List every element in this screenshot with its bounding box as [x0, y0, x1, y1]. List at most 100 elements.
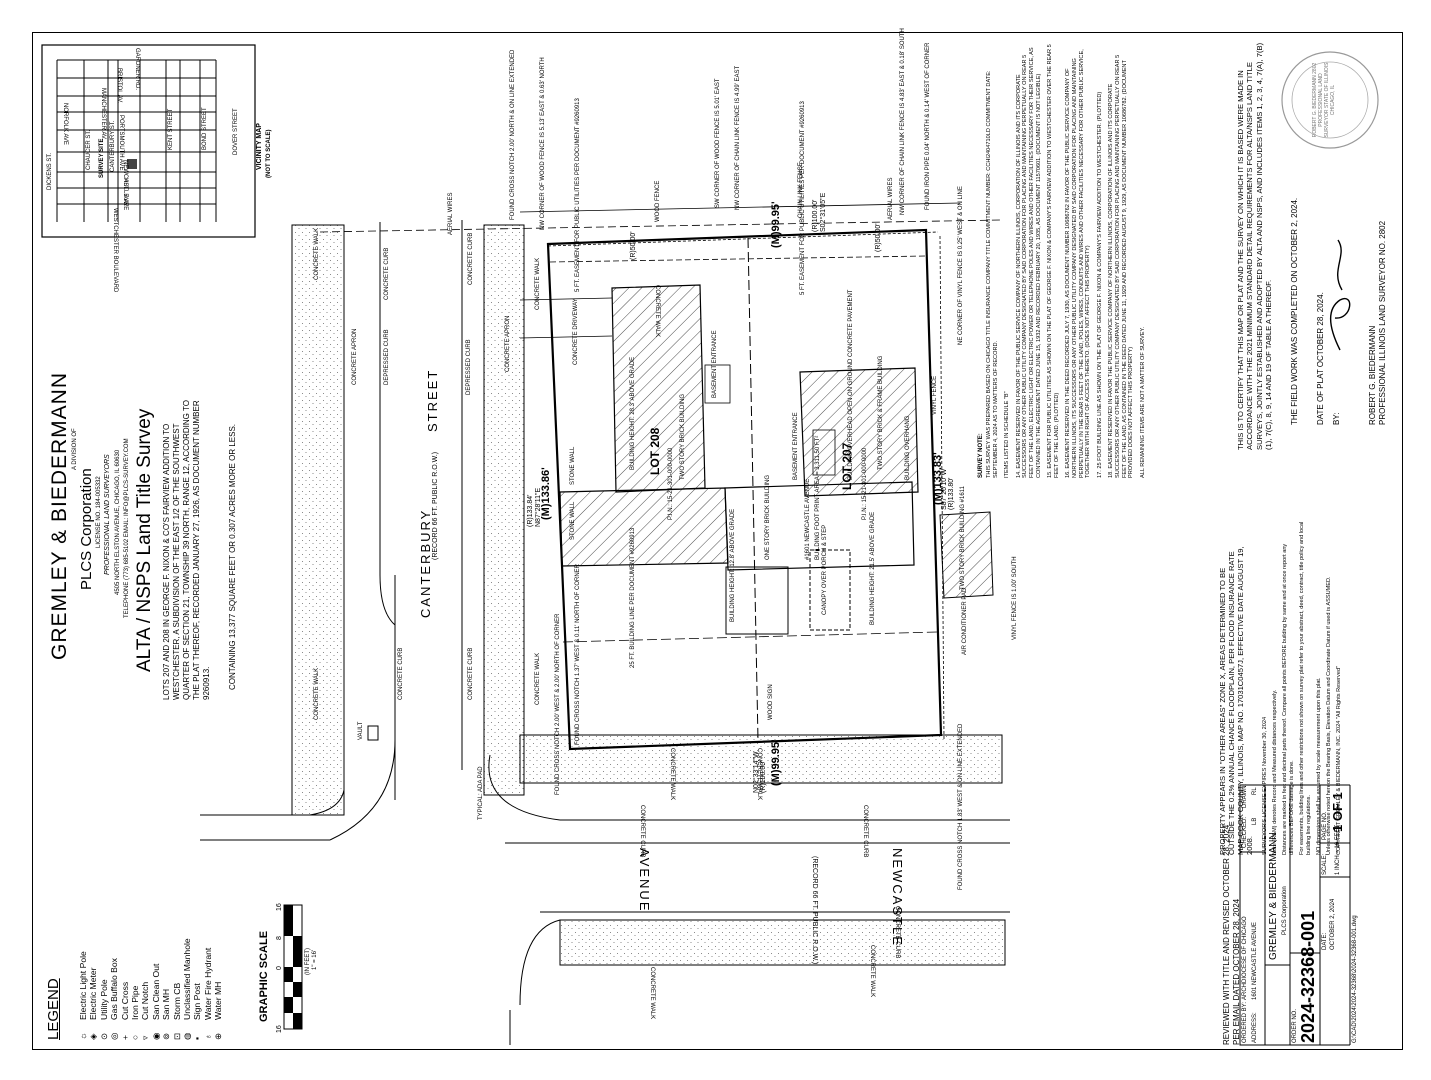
fieldwork-date: THE FIELD WORK WAS COMPLETED ON OCTOBER …: [1290, 197, 1299, 425]
canterbury-row: (RECORD 66 FT. PUBLIC R.O.W.): [432, 451, 439, 560]
legend-symbol-icon: ◍: [182, 1032, 193, 1041]
vinyl-fence-note-2: VINYL FENCE IS 1.00' SOUTH: [1012, 556, 1018, 640]
notch-sw: FOUND CROSS NOTCH 2.00' WEST & 2.00' NOR…: [555, 613, 561, 795]
walk-label-4: CONCRETE WALK: [535, 652, 541, 705]
surveyor-license: PROFESSIONAL ILLINOIS LAND SURVEYOR NO. …: [1378, 220, 1387, 425]
graphic-scale-bar: [283, 904, 303, 1030]
revision-line-2: PER EMAIL DATED OCTOBER 28, 2024: [1232, 898, 1241, 1045]
record-50-north-208: (R)50.00': [630, 231, 637, 260]
title-block-grid: [1239, 784, 1351, 1046]
tb-scale: 1 INCH = 16 FEET: [1335, 824, 1341, 875]
concrete-apron-1: CONCRETE APRON: [352, 328, 358, 385]
disclaimer-item: NO dimensions shall be assumed by scale …: [1316, 677, 1322, 855]
curb-label-3: CONCRETE CURB: [468, 232, 474, 285]
survey-title: ALTA / NSPS Land Title Survey: [134, 408, 155, 672]
avenue-label: AVENUE: [637, 848, 652, 913]
rear-easement: [319, 202, 1001, 263]
legal-line-1: LOTS 207 AND 208 IN GEORGE F. NIXON & CO…: [162, 423, 171, 700]
notch-se: FOUND CROSS NOTCH 1.83' WEST & ON LINE E…: [958, 723, 964, 890]
bearing-north: S02°31'05"E: [820, 192, 827, 232]
firm-license: LICENSE NO. 184-005332: [96, 476, 102, 548]
tb-order-no: 2024-32368-001: [1298, 910, 1318, 1043]
legend-symbol-icon: ◎: [109, 1032, 120, 1041]
adjacent-building: TWO STORY BRICK BUILDING #1611: [960, 486, 966, 590]
scale-tick-16-end: 16: [276, 1025, 283, 1033]
disclaimer-item: Note (R&M) denotes Record and Measured d…: [1272, 689, 1278, 855]
vault-label: VAULT: [358, 721, 364, 740]
dim-north-measured: (M)99.95': [770, 201, 782, 248]
legend-label: Gas Buffalo Box: [109, 958, 120, 1020]
note-item: 14. EASEMENT RESERVED IN FAVOR OF THE PU…: [1015, 47, 1042, 478]
vicinity-chaucer: CHAUCER ST.: [86, 129, 92, 170]
legend-symbol-icon: ▪: [192, 1036, 203, 1040]
sheet-border: [32, 32, 1403, 1050]
scale-tick-0: 0: [276, 966, 283, 970]
curb-label-7: CONCRETE CURB: [894, 906, 900, 959]
fence-cl-note: NW CORNER OF CHAIN LINK FENCE IS 4.99' E…: [735, 65, 741, 210]
record-50-north-207: (R)50.00': [875, 223, 882, 252]
disclaimer-item: SURVEYOR'S LICENSE EXPIRES November 30, …: [1262, 716, 1268, 855]
walk-label-5: CONCRETE WALK: [654, 285, 660, 338]
scale-tick-16: 16: [276, 903, 283, 911]
tb-date: OCTOBER 2, 2024: [1330, 898, 1336, 950]
survey-area: CONTAINING 13,377 SQUARE FEET OR 0.307 A…: [228, 423, 237, 690]
legend-item: ◉San Clean Out: [151, 938, 161, 1040]
legend-label: Water Fire Hydrant: [202, 947, 213, 1020]
buildings: [519, 284, 994, 635]
walk-label-7: CONCRETE WALK: [669, 748, 675, 801]
by-label: BY:: [1332, 412, 1341, 425]
vicinity-bond: BOND STREET: [202, 107, 208, 150]
scale-unit: (IN FEET): [305, 948, 311, 975]
aerial-wires-label-2: AERIAL WIRES: [888, 177, 894, 220]
vicinity-norfolk: NORFOLK AVE: [62, 103, 68, 145]
note-item: 16. EASEMENT RESERVED IN THE DEED RECORD…: [1065, 49, 1092, 478]
legend-symbol-icon: ⊕: [213, 1032, 224, 1040]
vicinity-survey-site: SURVEY SITE: [99, 138, 105, 178]
iron-pipe-note: FOUND IRON PIPE 0.04' NORTH & 0.14' WEST…: [925, 42, 931, 210]
pin-208: P.I.N.: 15-21-301-000-0000: [668, 447, 674, 520]
dim-north-record: (R)100.00': [812, 199, 819, 232]
legend-symbol-icon: +: [119, 1034, 130, 1040]
depressed-curb-2: DEPRESSED CURB: [466, 339, 472, 395]
legend-label: Unclassified Manhole: [182, 938, 193, 1020]
building-height-1: BUILDING HEIGHT: 28.3' ABOVE GRADE: [630, 356, 636, 470]
tb-drawn: RL: [1252, 787, 1258, 795]
chain-fence-label: CHAIN LINK FENCE: [798, 162, 804, 218]
legend-item: ○Iron Pipe: [130, 938, 140, 1040]
revision-line-1: REVIEWED WITH TITLE AND REVISED OCTOBER …: [1222, 824, 1231, 1045]
property-boundary: [546, 228, 943, 751]
note-item: ALL REMAINING ITEMS ARE NOT A MATTER OF …: [1139, 326, 1146, 478]
vicinity-manchester: MANCHESTER AV.: [100, 88, 106, 141]
scale-ratio: 1" = 16': [312, 949, 318, 970]
pin-207: P.I.N.: 15-21-301-000-0000: [862, 447, 868, 520]
tb-page: 1 OF 1: [1330, 792, 1345, 832]
tb-ordered-label: ORDERED BY:: [1242, 1001, 1248, 1043]
tb-page-label: PAGE NO.: [1322, 811, 1328, 840]
building-footprint: BUILDING FOOT PRINT AREA = 3,311.50 FT²: [815, 435, 821, 560]
legend-title: LEGEND: [45, 978, 62, 1040]
legend-label: Utility Pole: [98, 979, 109, 1020]
legend-list: ☼Electric Light Pole ◈Electric Meter ⊙Ut…: [78, 938, 224, 1040]
legend-label: Water MH: [213, 981, 224, 1020]
vicinity-gardner: GARDNER RD.: [134, 48, 140, 91]
note-item: THIS SURVEY WAS PREPARED BASED ON CHICAG…: [986, 70, 999, 478]
walk-label-6: CONCRETE WALK: [756, 748, 762, 801]
legend-item: ⊚San MH: [161, 938, 171, 1040]
building-overhang: BUILDING OVERHANG: [905, 415, 911, 480]
vicinity-kent: KENT STREET: [168, 108, 174, 150]
walk-label-2: CONCRETE WALK: [314, 667, 320, 720]
flood-statement: PROPERTY APPEARS IN "OTHER AREAS" ZONE X…: [1218, 546, 1254, 855]
vicinity-map: [41, 44, 256, 238]
legend-label: Electric Light Pole: [78, 951, 88, 1020]
curb-label-2: CONCRETE CURB: [398, 647, 404, 700]
dim-west-record: (R)133.84': [527, 494, 534, 527]
stone-wall-1: STONE WALL: [570, 446, 576, 485]
surveyor-seal: [1281, 51, 1379, 149]
firm-name: GREMLEY & BIEDERMANN: [48, 371, 71, 660]
notch-nw: FOUND CROSS NOTCH 2.00' NORTH & ON LINE …: [510, 49, 516, 220]
fences: [547, 231, 945, 741]
walk-label-8: CONCRETE WALK: [869, 945, 875, 998]
wood-fence-label: WOOD FENCE: [655, 180, 661, 222]
